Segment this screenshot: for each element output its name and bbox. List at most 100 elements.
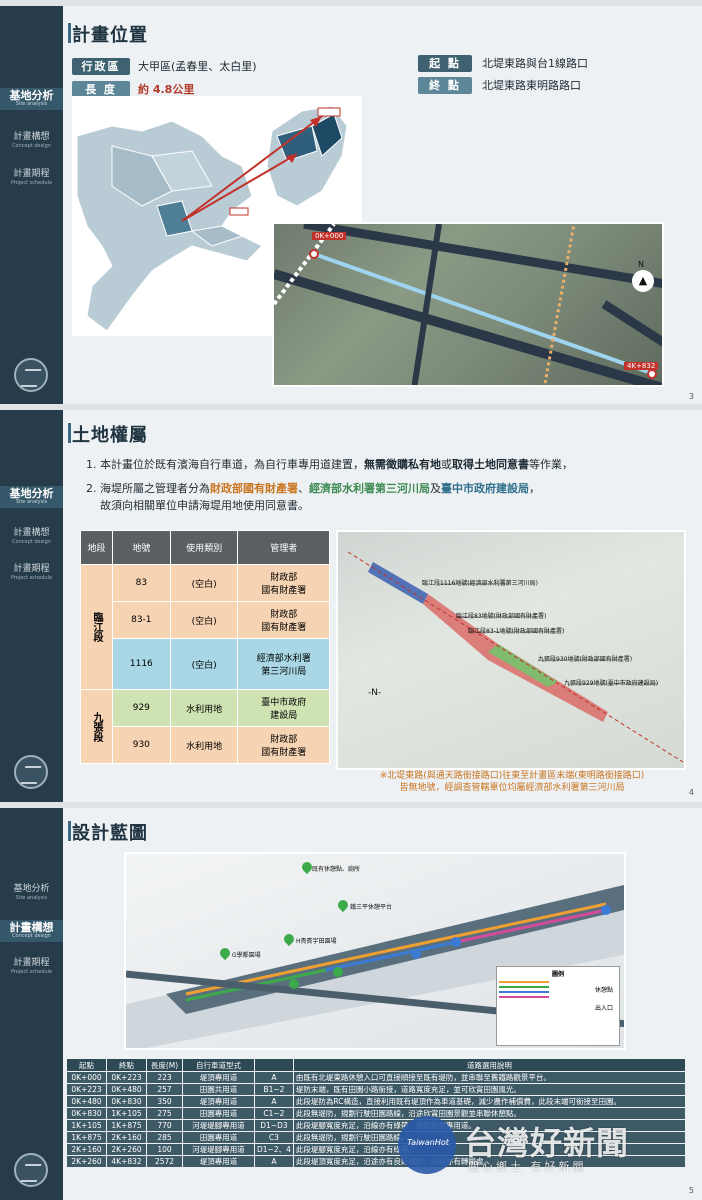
table-cell: 1K+875 [66,1131,107,1144]
table-cell: 770 [146,1119,183,1132]
table-header: 地號 [111,530,171,565]
sidebar-sublabel: Concept design [12,143,51,149]
sidebar-item-concept[interactable]: 計畫構想 Concept design [0,132,63,150]
section-cell: 臨江段 [80,564,113,690]
logo-icon [14,358,48,392]
sidebar-sublabel: Site analysis [15,499,48,505]
watermark-logo-icon [398,1116,456,1174]
table-cell: 929 [111,689,171,727]
sidebar: 基地分析 Site analysis 計畫構想 Concept design 計… [0,410,63,802]
text: 、 [298,482,309,495]
sidebar-item-site-analysis[interactable]: 基地分析 Site analysis [0,486,63,508]
table-header [254,1058,294,1072]
watermark-subtitle: 關心鄉土 有好新聞 [468,1160,587,1173]
table-cell: 350 [146,1095,183,1108]
table-header: 道路選用說明 [292,1058,687,1072]
table-header: 地段 [80,530,113,565]
legend-swatch [499,996,549,998]
sidebar-label: 基地分析 [13,884,50,894]
table-cell: 財政部 國有財產署 [237,726,330,764]
table-cell: 930 [111,726,171,764]
sidebar-sublabel: Project schedule [10,969,53,975]
pin-label: G學鄰園場 [232,952,261,959]
sidebar-label: 基地分析 [9,89,54,102]
route-overlay [274,224,662,385]
table-cell: 100 [146,1143,183,1156]
text: 及 [430,482,441,495]
table-cell: 田園專用道 [182,1131,255,1144]
north-label: N [638,260,644,269]
table-cell: 0K+000 [66,1071,107,1084]
parcel-map: 臨江段1116地號(經濟部水利署第三河川局) 臨江段83地號(財政部國有財產署)… [336,530,686,770]
district-map [72,96,362,336]
text-highlight: 經濟部水利署第三河川局 [309,482,430,495]
table-cell: 田園共用道 [182,1083,255,1096]
table-cell: 0K+480 [106,1083,147,1096]
text-highlight: 財政部國有財產署 [210,482,298,495]
table-header: 長度(M) [146,1058,183,1072]
page-title: 設計藍圖 [72,823,148,844]
table-cell: 河堤堤腳專用道 [182,1143,255,1156]
footnote: ※北堤東路(與通天路銜接路口)往東至計畫區末端(東明路銜接路口) 皆無地號，經調… [379,771,645,793]
sidebar-item-concept[interactable]: 計畫構想 Concept design [0,528,63,546]
table-cell: 2K+260 [106,1143,147,1156]
legend: 圖例 休憩點 出入口 [496,966,620,1046]
table-cell: 0K+830 [106,1095,147,1108]
table-cell: 此段堤頂寬度充足，沿途亦有良好視野，前段亦有轉彎處。 [292,1155,687,1168]
table-cell: 2K+160 [106,1131,147,1144]
table-cell: 275 [146,1107,183,1120]
aerial-photo: 0K+000 4K+832 ▲ N [272,222,664,387]
photo-start-label: 0K+000 [312,232,347,240]
district-tag: 行政區 [72,58,130,75]
pin-label: 鐵三平休憩平台 [350,904,393,911]
table-cell: 財政部 國有財產署 [237,564,330,602]
sidebar-sublabel: Site analysis [15,895,48,901]
title-accent [68,821,71,841]
legend-swatch [499,981,549,983]
sidebar-sublabel: Project schedule [10,180,53,186]
pin-label: H貴賓宇田園場 [296,938,337,945]
sidebar-item-concept[interactable]: 計畫構想 Concept design [0,920,63,942]
district-value: 大甲區(孟春里、太白里) [138,60,257,73]
table-cell: 0K+223 [106,1071,147,1084]
title-accent [68,423,71,443]
sidebar: 基地分析 Site analysis 計畫構想 Concept design 計… [0,808,63,1200]
parcel-label: 臨江段83地號(財政部國有財產署) [456,613,547,620]
statement-2-cont: 故須向相關單位申請海堤用地使用同意書。 [100,499,309,512]
table-cell: 田園專用道 [182,1107,255,1120]
page-title: 計畫位置 [72,25,148,46]
slide-design-blueprint: 基地分析 Site analysis 計畫構想 Concept design 計… [0,808,702,1200]
sidebar-item-schedule[interactable]: 計畫期程 Project schedule [0,564,63,582]
watermark-title: 台灣好新聞 [464,1124,630,1162]
pin-label: 既有休憩點、廁所 [312,866,361,873]
table-cell: 堤頂專用道 [182,1155,255,1168]
sidebar-item-site-analysis[interactable]: 基地分析 Site analysis [0,88,63,110]
sidebar-item-schedule[interactable]: 計畫期程 Project schedule [0,958,63,976]
parcel-label: 臨江段1116地號(經濟部水利署第三河川局) [422,580,538,587]
table-cell: 1K+875 [106,1119,147,1132]
sidebar-label: 計畫構想 [13,132,50,142]
text-highlight: 臺中市政府建設局 [441,482,529,495]
sidebar-sublabel: Concept design [12,539,51,545]
parcel-label: 九張段930地號(財政部國有財產署) [538,656,633,663]
page-number: 5 [688,1186,694,1195]
sidebar-label: 計畫期程 [13,564,50,574]
north-label: -N- [368,688,382,698]
table-cell: 經濟部水利署 第三河川局 [237,638,330,690]
table-cell: 水利用地 [169,726,239,764]
table-cell: 285 [146,1131,183,1144]
table-cell: 臺中市政府 建設局 [237,689,330,727]
table-cell: 1K+105 [66,1119,107,1132]
text-emphasis: 取得土地同意書 [452,458,529,471]
parcel-label: 九張段929地號(臺中市政府建設局) [564,680,659,687]
sidebar-item-schedule[interactable]: 計畫期程 Project schedule [0,169,63,187]
length-value: 約 4.8公里 [138,83,195,96]
watermark-logo-text: TaiwanHot [407,1138,449,1147]
slide-project-location: 基地分析 Site analysis 計畫構想 Concept design 計… [0,6,702,404]
sidebar-item-site-analysis[interactable]: 基地分析 Site analysis [0,884,63,902]
table-header: 自行車道型式 [182,1058,255,1072]
page-title: 土地權屬 [72,425,148,446]
